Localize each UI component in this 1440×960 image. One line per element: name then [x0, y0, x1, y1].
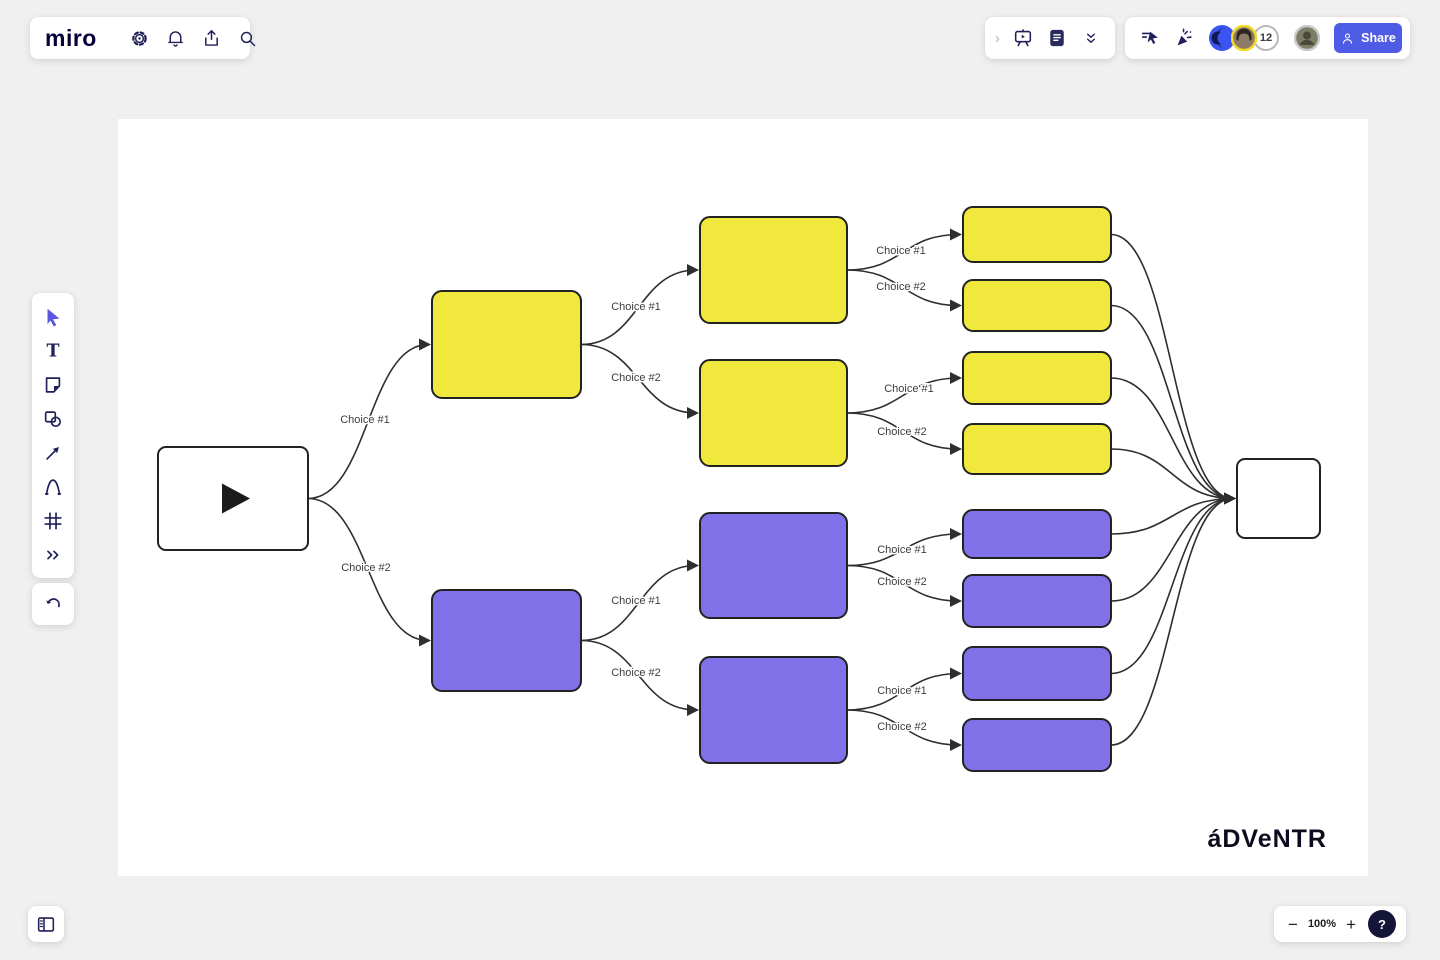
more-tools[interactable]: [38, 540, 68, 569]
diagram-node-l3y2[interactable]: [699, 359, 848, 467]
shapes-tool[interactable]: [38, 404, 68, 433]
diagram-node-l4y1[interactable]: [962, 206, 1112, 263]
diagram-edge[interactable]: [846, 269, 962, 312]
diagram-node-l4y4[interactable]: [962, 423, 1112, 475]
select-tool[interactable]: [38, 302, 68, 331]
diagram-node-l4p3[interactable]: [962, 646, 1112, 701]
user-avatar[interactable]: [1293, 24, 1321, 52]
undo-panel: [32, 583, 74, 625]
edge-label[interactable]: Choice #2: [876, 424, 929, 439]
creation-toolbar: T: [32, 293, 74, 578]
collaborator-avatar[interactable]: [1230, 24, 1258, 52]
edge-label[interactable]: Choice #1: [610, 299, 663, 314]
diagram-edge[interactable]: [307, 497, 431, 647]
edge-label[interactable]: Choice #1: [339, 412, 392, 427]
play-icon: [222, 483, 250, 514]
board-tools-panel: ›: [985, 17, 1115, 59]
decision-tree-diagram: Choice #1 Choice #2 Choice #1 Choice #2 Choi…: [157, 206, 1321, 772]
diagram-edge[interactable]: [846, 228, 962, 271]
diagram-edge[interactable]: [307, 338, 431, 500]
edge-label[interactable]: Choice #1: [875, 243, 928, 258]
undo-button[interactable]: [38, 590, 68, 619]
export-upload-icon[interactable]: [201, 27, 222, 49]
pen-tool[interactable]: [38, 472, 68, 501]
diagram-edge[interactable]: [846, 528, 962, 567]
diagram-edge[interactable]: [580, 343, 699, 419]
zoom-controls: − 100% + ?: [1274, 906, 1406, 942]
edge-label[interactable]: Choice #2: [610, 665, 663, 680]
diagram-edge[interactable]: [1110, 448, 1236, 505]
frames-panel-button[interactable]: [28, 906, 64, 942]
notes-icon[interactable]: [1046, 27, 1068, 49]
sticky-note-tool[interactable]: [38, 370, 68, 399]
edge-label[interactable]: Choice #1: [876, 683, 929, 698]
zoom-out-button[interactable]: −: [1288, 914, 1298, 934]
collapse-double-chevron-icon[interactable]: [1080, 27, 1102, 49]
diagram-node-l4p2[interactable]: [962, 574, 1112, 628]
share-button[interactable]: Share: [1334, 23, 1402, 53]
follow-cursor-icon[interactable]: [1139, 27, 1161, 49]
diagram-node-l4y2[interactable]: [962, 279, 1112, 332]
text-tool[interactable]: T: [38, 336, 68, 365]
collaborator-avatar[interactable]: [1209, 25, 1235, 51]
diagram-edge[interactable]: [1110, 492, 1236, 675]
search-icon[interactable]: [237, 27, 258, 49]
diagram-edge[interactable]: [580, 639, 699, 716]
edge-label[interactable]: Choice #1: [883, 381, 936, 396]
diagram-node-l4p1[interactable]: [962, 509, 1112, 559]
reactions-confetti-icon[interactable]: [1173, 27, 1195, 49]
diagram-node-l3p2[interactable]: [699, 656, 848, 764]
edge-label[interactable]: Choice #2: [876, 719, 929, 734]
diagram-edge[interactable]: [846, 709, 962, 751]
edge-label[interactable]: Choice #1: [876, 542, 929, 557]
frames-panel-icon: [35, 913, 57, 935]
edge-label[interactable]: Choice #2: [876, 574, 929, 589]
zoom-in-button[interactable]: +: [1346, 914, 1357, 934]
diagram-edge[interactable]: [1110, 492, 1236, 746]
diagram-edge[interactable]: [846, 412, 962, 455]
help-button[interactable]: ?: [1368, 910, 1397, 938]
settings-gear-icon[interactable]: [129, 27, 150, 49]
diagram-node-end[interactable]: [1236, 458, 1321, 539]
diagram-node-l4p4[interactable]: [962, 718, 1112, 772]
main-toolbar: miro: [30, 17, 256, 59]
diagram-node-l3y1[interactable]: [699, 216, 848, 324]
share-person-icon: [1343, 32, 1353, 44]
text-tool-icon: T: [47, 341, 60, 361]
edge-label[interactable]: Choice #2: [340, 560, 393, 575]
board-canvas[interactable]: Choice #1 Choice #2 Choice #1 Choice #2 Choi…: [118, 119, 1368, 876]
edge-label[interactable]: Choice #1: [610, 593, 663, 608]
diagram-edge[interactable]: [580, 264, 699, 346]
arrow-tool[interactable]: [38, 438, 68, 467]
adventr-watermark: áDVeNTR: [1207, 825, 1327, 853]
diagram-edge[interactable]: [1110, 233, 1236, 505]
diagram-node-l2y[interactable]: [431, 290, 582, 399]
diagram-edge[interactable]: [1110, 492, 1236, 602]
diagram-edge[interactable]: [846, 372, 962, 414]
edge-label[interactable]: Choice #2: [610, 370, 663, 385]
expand-chevron-icon[interactable]: ›: [995, 29, 1000, 47]
edge-label[interactable]: Choice #2: [875, 279, 928, 294]
miro-logo[interactable]: miro: [45, 24, 97, 51]
diagram-edge[interactable]: [1110, 377, 1236, 505]
diagram-node-l2p[interactable]: [431, 589, 582, 692]
diagram-node-l4y3[interactable]: [962, 351, 1112, 405]
share-button-label: Share: [1361, 31, 1396, 45]
notifications-bell-icon[interactable]: [165, 27, 186, 49]
diagram-edge[interactable]: [1110, 492, 1236, 535]
diagram-edge[interactable]: [580, 559, 699, 642]
diagram-edge[interactable]: [846, 667, 962, 711]
frame-tool[interactable]: [38, 506, 68, 535]
diagram-edge[interactable]: [846, 564, 962, 607]
diagram-node-l3p1[interactable]: [699, 512, 848, 619]
presentation-mode-icon[interactable]: [1012, 27, 1034, 49]
zoom-level[interactable]: 100%: [1307, 918, 1337, 930]
diagram-edge[interactable]: [1110, 304, 1236, 505]
collaboration-panel: 12 Share: [1125, 17, 1410, 59]
